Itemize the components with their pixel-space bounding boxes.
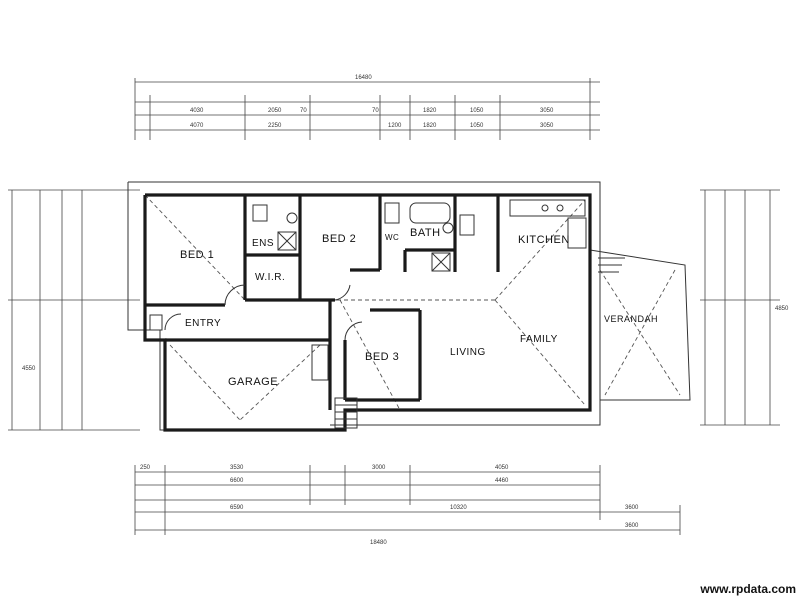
room-label-wir: W.I.R. xyxy=(255,272,285,283)
dim-side-b: 3600 xyxy=(625,523,639,529)
dim-top-11: 1820 xyxy=(423,123,437,129)
roof-hip-lines xyxy=(144,194,681,421)
dim-top-2: 2050 xyxy=(268,108,282,114)
dim-top-5: 1820 xyxy=(423,108,437,114)
room-label-bed2: BED 2 xyxy=(322,233,356,245)
left-dimension-lines xyxy=(8,189,140,431)
dim-overall-left: 4550 xyxy=(22,366,36,372)
bottom-dimension-lines xyxy=(134,465,681,535)
dim-top-4: 70 xyxy=(372,108,379,114)
dim-top-10: 1200 xyxy=(388,123,402,129)
room-label-family: FAMILY xyxy=(520,334,558,345)
dim-bottom-2: 3530 xyxy=(230,465,244,471)
dim-bottom-3: 3000 xyxy=(372,465,386,471)
dim-top-6: 1050 xyxy=(470,108,484,114)
dim-bottom-6: 4460 xyxy=(495,478,509,484)
room-label-bed3: BED 3 xyxy=(365,351,399,363)
dim-top-13: 3050 xyxy=(540,123,554,129)
dim-top-8: 4070 xyxy=(190,123,204,129)
room-label-garage: GARAGE xyxy=(228,376,278,388)
dim-bottom-7: 6590 xyxy=(230,505,244,511)
watermark: www.rpdata.com xyxy=(700,582,796,596)
dim-bottom-4: 4050 xyxy=(495,465,509,471)
dim-side-a: 3600 xyxy=(625,505,639,511)
top-dimension-lines xyxy=(134,78,600,140)
fixtures xyxy=(149,199,625,429)
dim-bottom-1: 250 xyxy=(140,465,151,471)
dim-bottom-5: 6600 xyxy=(230,478,244,484)
room-label-verandah: VERANDAH xyxy=(604,314,658,324)
room-label-bed1: BED 1 xyxy=(180,249,214,261)
dim-top-3: 70 xyxy=(300,108,307,114)
dim-top-7: 3050 xyxy=(540,108,554,114)
dim-overall-top: 16480 xyxy=(355,75,372,81)
room-label-bath: BATH xyxy=(410,227,441,239)
dim-top-1: 4030 xyxy=(190,108,204,114)
dim-top-9: 2250 xyxy=(268,123,282,129)
room-label-wc: WC xyxy=(385,233,399,242)
room-label-living: LIVING xyxy=(450,347,486,358)
dim-overall-bottom: 18480 xyxy=(370,540,387,546)
dim-top-12: 1050 xyxy=(470,123,484,129)
room-label-ens: ENS xyxy=(252,238,274,249)
right-dimension-lines xyxy=(700,189,780,426)
dim-bottom-8: 10320 xyxy=(450,505,467,511)
dim-overall-right: 4850 xyxy=(775,306,789,312)
room-label-entry: ENTRY xyxy=(185,318,221,329)
room-label-kitchen: KITCHEN xyxy=(518,234,570,246)
walls xyxy=(143,193,592,432)
